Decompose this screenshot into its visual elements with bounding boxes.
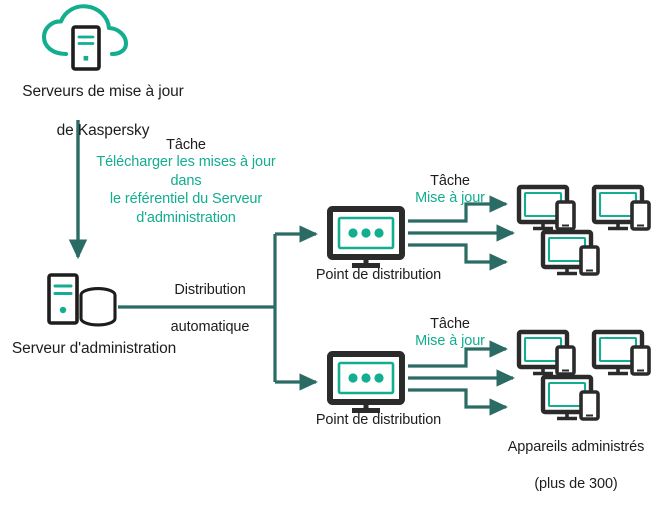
monitor-dots-icon-bottom bbox=[327, 351, 405, 413]
label-auto-distribution-line2: automatique bbox=[170, 318, 250, 335]
label-auto-distribution-line1: Distribution bbox=[174, 281, 246, 298]
monitor-phone-icon-top-left bbox=[516, 184, 576, 231]
label-managed-devices: Appareils administrés (plus de 300) bbox=[492, 419, 660, 512]
monitor-phone-icon-top-bottom bbox=[540, 229, 600, 276]
label-distribution-point-bottom: Point de distribution bbox=[315, 412, 442, 428]
monitor-phone-icon-bottom-left bbox=[516, 329, 576, 376]
label-kaspersky-update-servers: Serveurs de mise à jour de Kaspersky bbox=[0, 62, 206, 161]
update-fanout-bottom bbox=[408, 340, 515, 416]
label-administration-server: Serveur d'administration bbox=[11, 340, 177, 357]
label-managed-devices-line1: Appareils administrés bbox=[507, 438, 645, 455]
label-auto-distribution: Distribution automatique bbox=[140, 262, 280, 355]
label-managed-devices-line2: (plus de 300) bbox=[534, 475, 618, 492]
auto-distribution-connector bbox=[118, 225, 318, 391]
diagram-graphics bbox=[41, 4, 651, 421]
diagram-canvas: Serveurs de mise à jour de Kaspersky Ser… bbox=[0, 4, 651, 492]
label-kaspersky-update-servers-line2: de Kaspersky bbox=[56, 122, 150, 140]
label-update-task-bottom-title: Tâche bbox=[430, 316, 470, 332]
label-download-task-title: Tâche bbox=[166, 137, 206, 153]
label-update-task-top-title: Tâche bbox=[430, 173, 470, 189]
cloud-server-icon bbox=[41, 4, 129, 71]
label-update-task-bottom-body: Mise à jour bbox=[415, 333, 485, 349]
label-distribution-point-top: Point de distribution bbox=[315, 267, 442, 283]
monitor-dots-icon-top bbox=[327, 206, 405, 268]
monitor-phone-icon-top-right bbox=[591, 184, 651, 231]
monitor-phone-icon-bottom-bottom bbox=[540, 374, 600, 421]
monitor-phone-icon-bottom-right bbox=[591, 329, 651, 376]
server-database-icon bbox=[47, 273, 117, 327]
label-download-task-body: Télécharger les mises à jour dans le réf… bbox=[96, 154, 276, 226]
label-update-task-top-body: Mise à jour bbox=[415, 190, 485, 206]
label-kaspersky-update-servers-line1: Serveurs de mise à jour bbox=[22, 82, 184, 100]
update-fanout-top bbox=[408, 195, 515, 271]
